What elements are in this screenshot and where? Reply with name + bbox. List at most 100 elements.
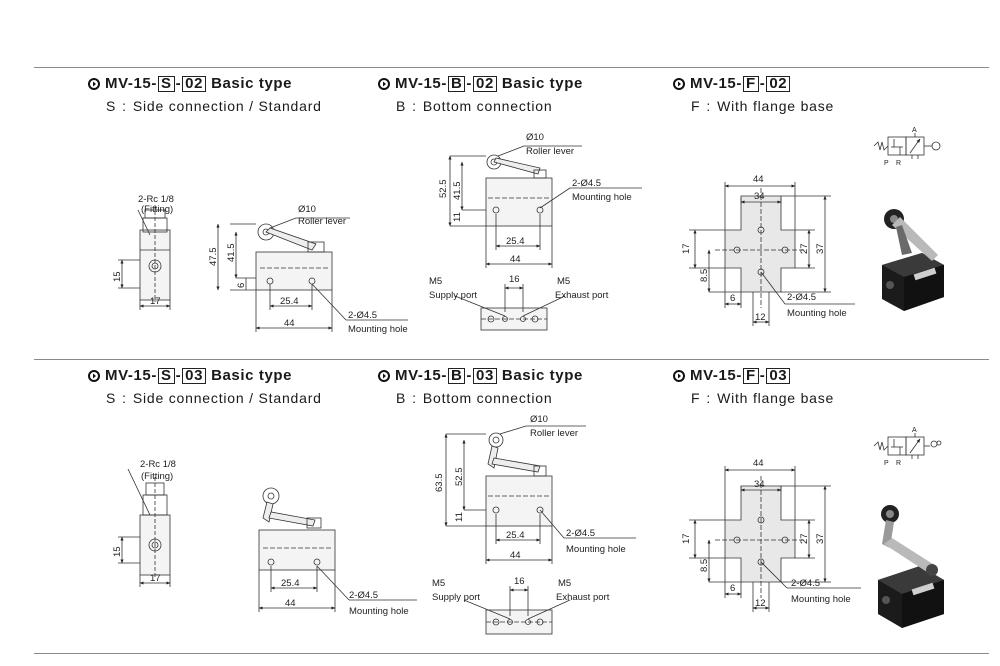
symbol-port-p: P xyxy=(884,460,889,467)
mounting-hole-size: 2-Ø4.5 xyxy=(572,178,601,189)
height-low-label: 6 xyxy=(236,283,247,288)
left-height-a-label: 17 xyxy=(681,243,692,254)
subtitle-letter: S xyxy=(106,390,117,406)
model-title: Basic type xyxy=(501,367,583,384)
mounting-hole-label: Mounting hole xyxy=(787,308,847,319)
subtitle-letter: F xyxy=(691,390,701,406)
symbol-port-p: P xyxy=(884,160,889,167)
inner-width-label: 34 xyxy=(754,191,765,202)
subtitle-text: Bottom connection xyxy=(422,98,553,114)
width-label: 44 xyxy=(285,598,296,609)
valve-symbol: A P R xyxy=(873,127,941,167)
dim-height-label: 15 xyxy=(112,546,123,557)
section-header-f-03: MV-15- F - 03 xyxy=(673,367,791,384)
model-code: B xyxy=(447,75,466,92)
bottom-port-view-drawing: M5 Supply port 16 M5 Exhaust port xyxy=(432,576,610,635)
model-prefix: MV-15- xyxy=(690,367,742,384)
port-gap-label: 16 xyxy=(509,274,520,285)
mounting-hole-size: 2-Ø4.5 xyxy=(349,590,378,601)
side-view-drawing: 2-Rc 1/8 (Fitting) 15 17 xyxy=(112,194,174,310)
subtitle-sep: : xyxy=(706,98,712,114)
subtitle-text: Side connection / Standard xyxy=(132,98,322,114)
model-title: Basic type xyxy=(211,367,293,384)
height-low-label: 11 xyxy=(452,212,463,222)
exhaust-port-label: Exhaust port xyxy=(556,592,610,603)
outer-width-label: 44 xyxy=(753,174,764,185)
model-dash: - xyxy=(175,75,182,92)
pitch-label: 25.4 xyxy=(506,530,525,541)
bottom-type-front-drawing: Ø10 Roller lever 52.5 41.5 11 2-Ø4.5 Mou… xyxy=(438,132,642,268)
bottom-port-view-drawing: M5 Supply port 16 M5 Exhaust port xyxy=(429,274,609,331)
inner-width-label: 34 xyxy=(754,479,765,490)
symbol-port-r: R xyxy=(896,460,901,467)
model-prefix: MV-15- xyxy=(690,75,742,92)
subtitle-letter: B xyxy=(396,98,407,114)
width-label: 44 xyxy=(510,550,521,561)
subtitle-sep: : xyxy=(412,98,417,114)
right-height-a-label: 27 xyxy=(799,243,810,254)
section-subtitle: F:With flange base xyxy=(691,390,834,406)
model-port: 03 xyxy=(473,367,497,384)
bottom-divider xyxy=(34,653,989,654)
height-mid-label: 41.5 xyxy=(226,244,237,263)
roller-size-label: Ø10 xyxy=(530,414,548,425)
model-code: F xyxy=(742,367,759,384)
mounting-hole-label: Mounting hole xyxy=(572,192,632,203)
subtitle-sep: : xyxy=(122,390,127,406)
circle-arrow-icon xyxy=(378,77,390,90)
subtitle-sep: : xyxy=(122,98,127,114)
supply-port-label: Supply port xyxy=(429,290,477,301)
pitch-label: 25.4 xyxy=(506,236,525,247)
flange-base-drawing: 44 34 17 8.5 27 37 6 12 2-Ø4.5 Mounting … xyxy=(681,458,861,612)
circle-arrow-icon xyxy=(88,77,100,90)
dim-width-label: 17 xyxy=(150,573,161,584)
model-code: S xyxy=(157,367,175,384)
subtitle-text: Side connection / Standard xyxy=(132,390,322,406)
height-low-label: 11 xyxy=(454,512,465,522)
model-port: 02 xyxy=(182,75,207,92)
mounting-hole-label: Mounting hole xyxy=(348,324,408,335)
section-header-b-02: MV-15- B - 02 Basic type xyxy=(378,75,583,92)
supply-port-label: Supply port xyxy=(432,592,480,603)
roller-lever-label: Roller lever xyxy=(530,428,578,439)
exhaust-port-label: Exhaust port xyxy=(555,290,609,301)
section-header-s-03: MV-15- S - 03 Basic type xyxy=(88,367,292,384)
fitting-label: 2-Rc 1/8 xyxy=(140,459,176,470)
mounting-hole-label: Mounting hole xyxy=(791,594,851,605)
roller-size-label: Ø10 xyxy=(526,132,544,143)
mounting-hole-size: 2-Ø4.5 xyxy=(566,528,595,539)
pitch-label: 25.4 xyxy=(280,296,299,307)
front-view-drawing: 25.4 44 2-Ø4.5 Mounting hole xyxy=(258,487,417,617)
dim-width-label: 17 xyxy=(150,296,161,307)
section-subtitle: B: Bottom connection xyxy=(396,98,552,114)
model-port: 02 xyxy=(766,75,791,92)
m5-right-label: M5 xyxy=(558,578,571,589)
middle-divider xyxy=(34,359,989,360)
model-dash: - xyxy=(175,367,182,384)
m5-right-label: M5 xyxy=(557,276,570,287)
subtitle-text: With flange base xyxy=(717,98,835,114)
symbol-port-a: A xyxy=(912,427,917,434)
foot-a-label: 6 xyxy=(730,293,735,304)
left-height-a-label: 17 xyxy=(681,533,692,544)
model-code: B xyxy=(447,367,466,384)
circle-arrow-icon xyxy=(673,369,685,382)
flange-base-drawing: 44 34 17 8.5 27 37 6 12 2-Ø4.5 Mounting … xyxy=(681,174,855,326)
height-total-label: 47.5 xyxy=(208,248,219,267)
model-title: Basic type xyxy=(211,75,293,92)
right-height-b-label: 37 xyxy=(815,243,826,254)
subtitle-text: With flange base xyxy=(717,390,835,406)
subtitle-text: Bottom connection xyxy=(422,390,553,406)
mounting-hole-size: 2-Ø4.5 xyxy=(348,310,377,321)
section-subtitle: F:With flange base xyxy=(691,98,834,114)
height-mid-label: 52.5 xyxy=(454,468,465,487)
foot-a-label: 6 xyxy=(730,583,735,594)
model-dash: - xyxy=(466,367,472,384)
model-port: 03 xyxy=(766,367,791,384)
symbol-port-a: A xyxy=(912,127,917,134)
mounting-hole-size: 2-Ø4.5 xyxy=(787,292,816,303)
m5-left-label: M5 xyxy=(429,276,442,287)
model-port: 02 xyxy=(473,75,497,92)
model-dash: - xyxy=(759,367,766,384)
roller-lever-label: Roller lever xyxy=(298,216,346,227)
